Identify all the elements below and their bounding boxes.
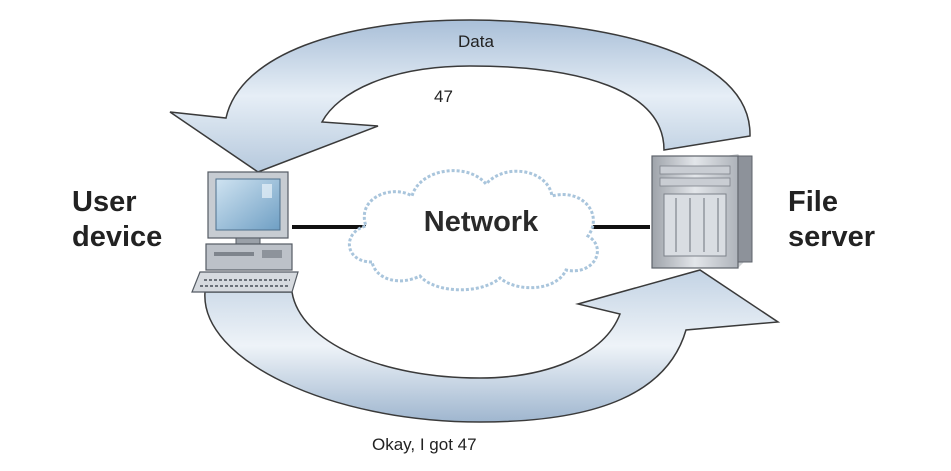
file-server-label-line2: server	[788, 221, 876, 253]
top-arrow-label: Data	[458, 32, 494, 51]
file-server-label: File server	[788, 185, 875, 255]
server-tower-icon	[651, 154, 753, 269]
file-server-label-line1: File	[788, 186, 838, 218]
network-label: Network	[423, 206, 539, 238]
desktop-computer-icon	[191, 171, 299, 293]
top-arrow	[169, 19, 751, 173]
user-device-label-line2: device	[72, 221, 163, 253]
bottom-arrow-label: Okay, I got 47	[372, 435, 477, 454]
data-value-label: 47	[434, 87, 453, 106]
user-device-label-line1: User	[72, 186, 137, 218]
cloud-icon	[348, 169, 599, 292]
bottom-arrow	[204, 269, 781, 423]
user-device-label: User device	[72, 185, 162, 255]
